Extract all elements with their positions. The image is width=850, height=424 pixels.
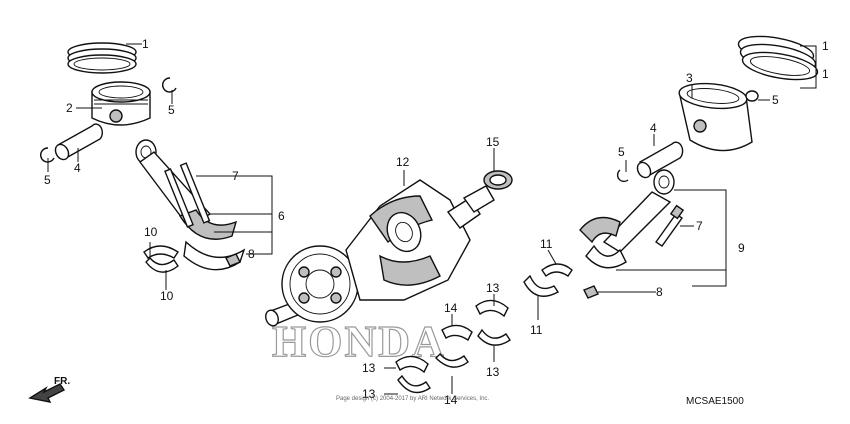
main-bearing-13-left-upper	[395, 355, 429, 374]
callout-1-left: 1	[142, 37, 149, 51]
main-bearing-13-right-upper	[475, 299, 509, 318]
connecting-rod-left	[135, 139, 246, 271]
callout-13-left-upper: 13	[362, 361, 376, 375]
front-direction-arrow: FR.	[28, 376, 70, 403]
main-bearing-14-upper	[441, 324, 473, 342]
rod-nut-right	[583, 285, 599, 299]
callout-9: 9	[738, 241, 745, 255]
piston-right	[678, 82, 753, 152]
callout-14-lower: 14	[444, 393, 458, 407]
piston-pin-right	[636, 141, 684, 179]
callout-10-upper: 10	[144, 225, 158, 239]
cam-sprocket	[483, 170, 513, 190]
crankshaft	[265, 179, 495, 327]
callout-4-right: 4	[650, 121, 657, 135]
bearing-right-lower	[523, 274, 560, 297]
callout-7-left: 7	[232, 169, 239, 183]
callout-1-right-upper: 1	[822, 39, 829, 53]
connecting-rod-right	[579, 169, 675, 269]
callout-8-left: 8	[248, 247, 255, 261]
leader-lines	[47, 43, 817, 395]
callout-2: 2	[66, 101, 73, 115]
callout-4-left: 4	[74, 161, 81, 175]
diagram-code: MCSAE1500	[686, 396, 744, 407]
rod-nut-left	[225, 253, 241, 267]
callout-12: 12	[396, 155, 410, 169]
bearing-left-upper	[143, 245, 179, 259]
circlip-right-lower	[616, 169, 629, 183]
callout-1-right: 1	[822, 67, 829, 81]
callout-13-right-lower: 13	[486, 365, 500, 379]
callout-5-left-upper: 5	[168, 103, 175, 117]
bearing-left-lower	[145, 256, 179, 273]
callout-10-lower: 10	[160, 289, 174, 303]
main-bearing-14-lower	[435, 352, 469, 368]
callout-14-upper: 14	[444, 301, 458, 315]
copyright-note: Page design (c) 2004-2017 by ARI Network…	[336, 396, 489, 402]
callout-numbers: 1 2 5 4 5 7 6 8 10 10 12 15 14 13 13 13 …	[44, 37, 829, 407]
callout-5-right-upper: 5	[772, 93, 779, 107]
callout-7-right: 7	[696, 219, 703, 233]
callout-5-left-lower: 5	[44, 173, 51, 187]
callout-11-lower: 11	[530, 323, 543, 337]
piston-left	[91, 81, 151, 126]
callout-8-right: 8	[656, 285, 663, 299]
piston-rings-left	[67, 42, 137, 74]
bearing-right-upper	[541, 263, 573, 278]
callout-5-right-lower: 5	[618, 145, 625, 159]
front-arrow-label: FR.	[54, 376, 70, 387]
main-bearing-13-left-lower	[397, 374, 431, 394]
callout-15: 15	[486, 135, 500, 149]
piston-pin-left	[54, 123, 104, 161]
circlip-left-upper	[162, 77, 177, 93]
callout-11-upper: 11	[540, 237, 553, 251]
rod-bolt-right	[655, 204, 685, 247]
circlip-left-lower	[40, 147, 55, 163]
circlip-right-upper	[745, 90, 759, 102]
callout-13-right-upper: 13	[486, 281, 500, 295]
callout-6: 6	[278, 209, 285, 223]
main-bearing-13-right-lower	[477, 328, 511, 346]
callout-13-left-lower: 13	[362, 387, 376, 401]
piston-rings-right	[737, 35, 819, 81]
callout-3: 3	[686, 71, 693, 85]
